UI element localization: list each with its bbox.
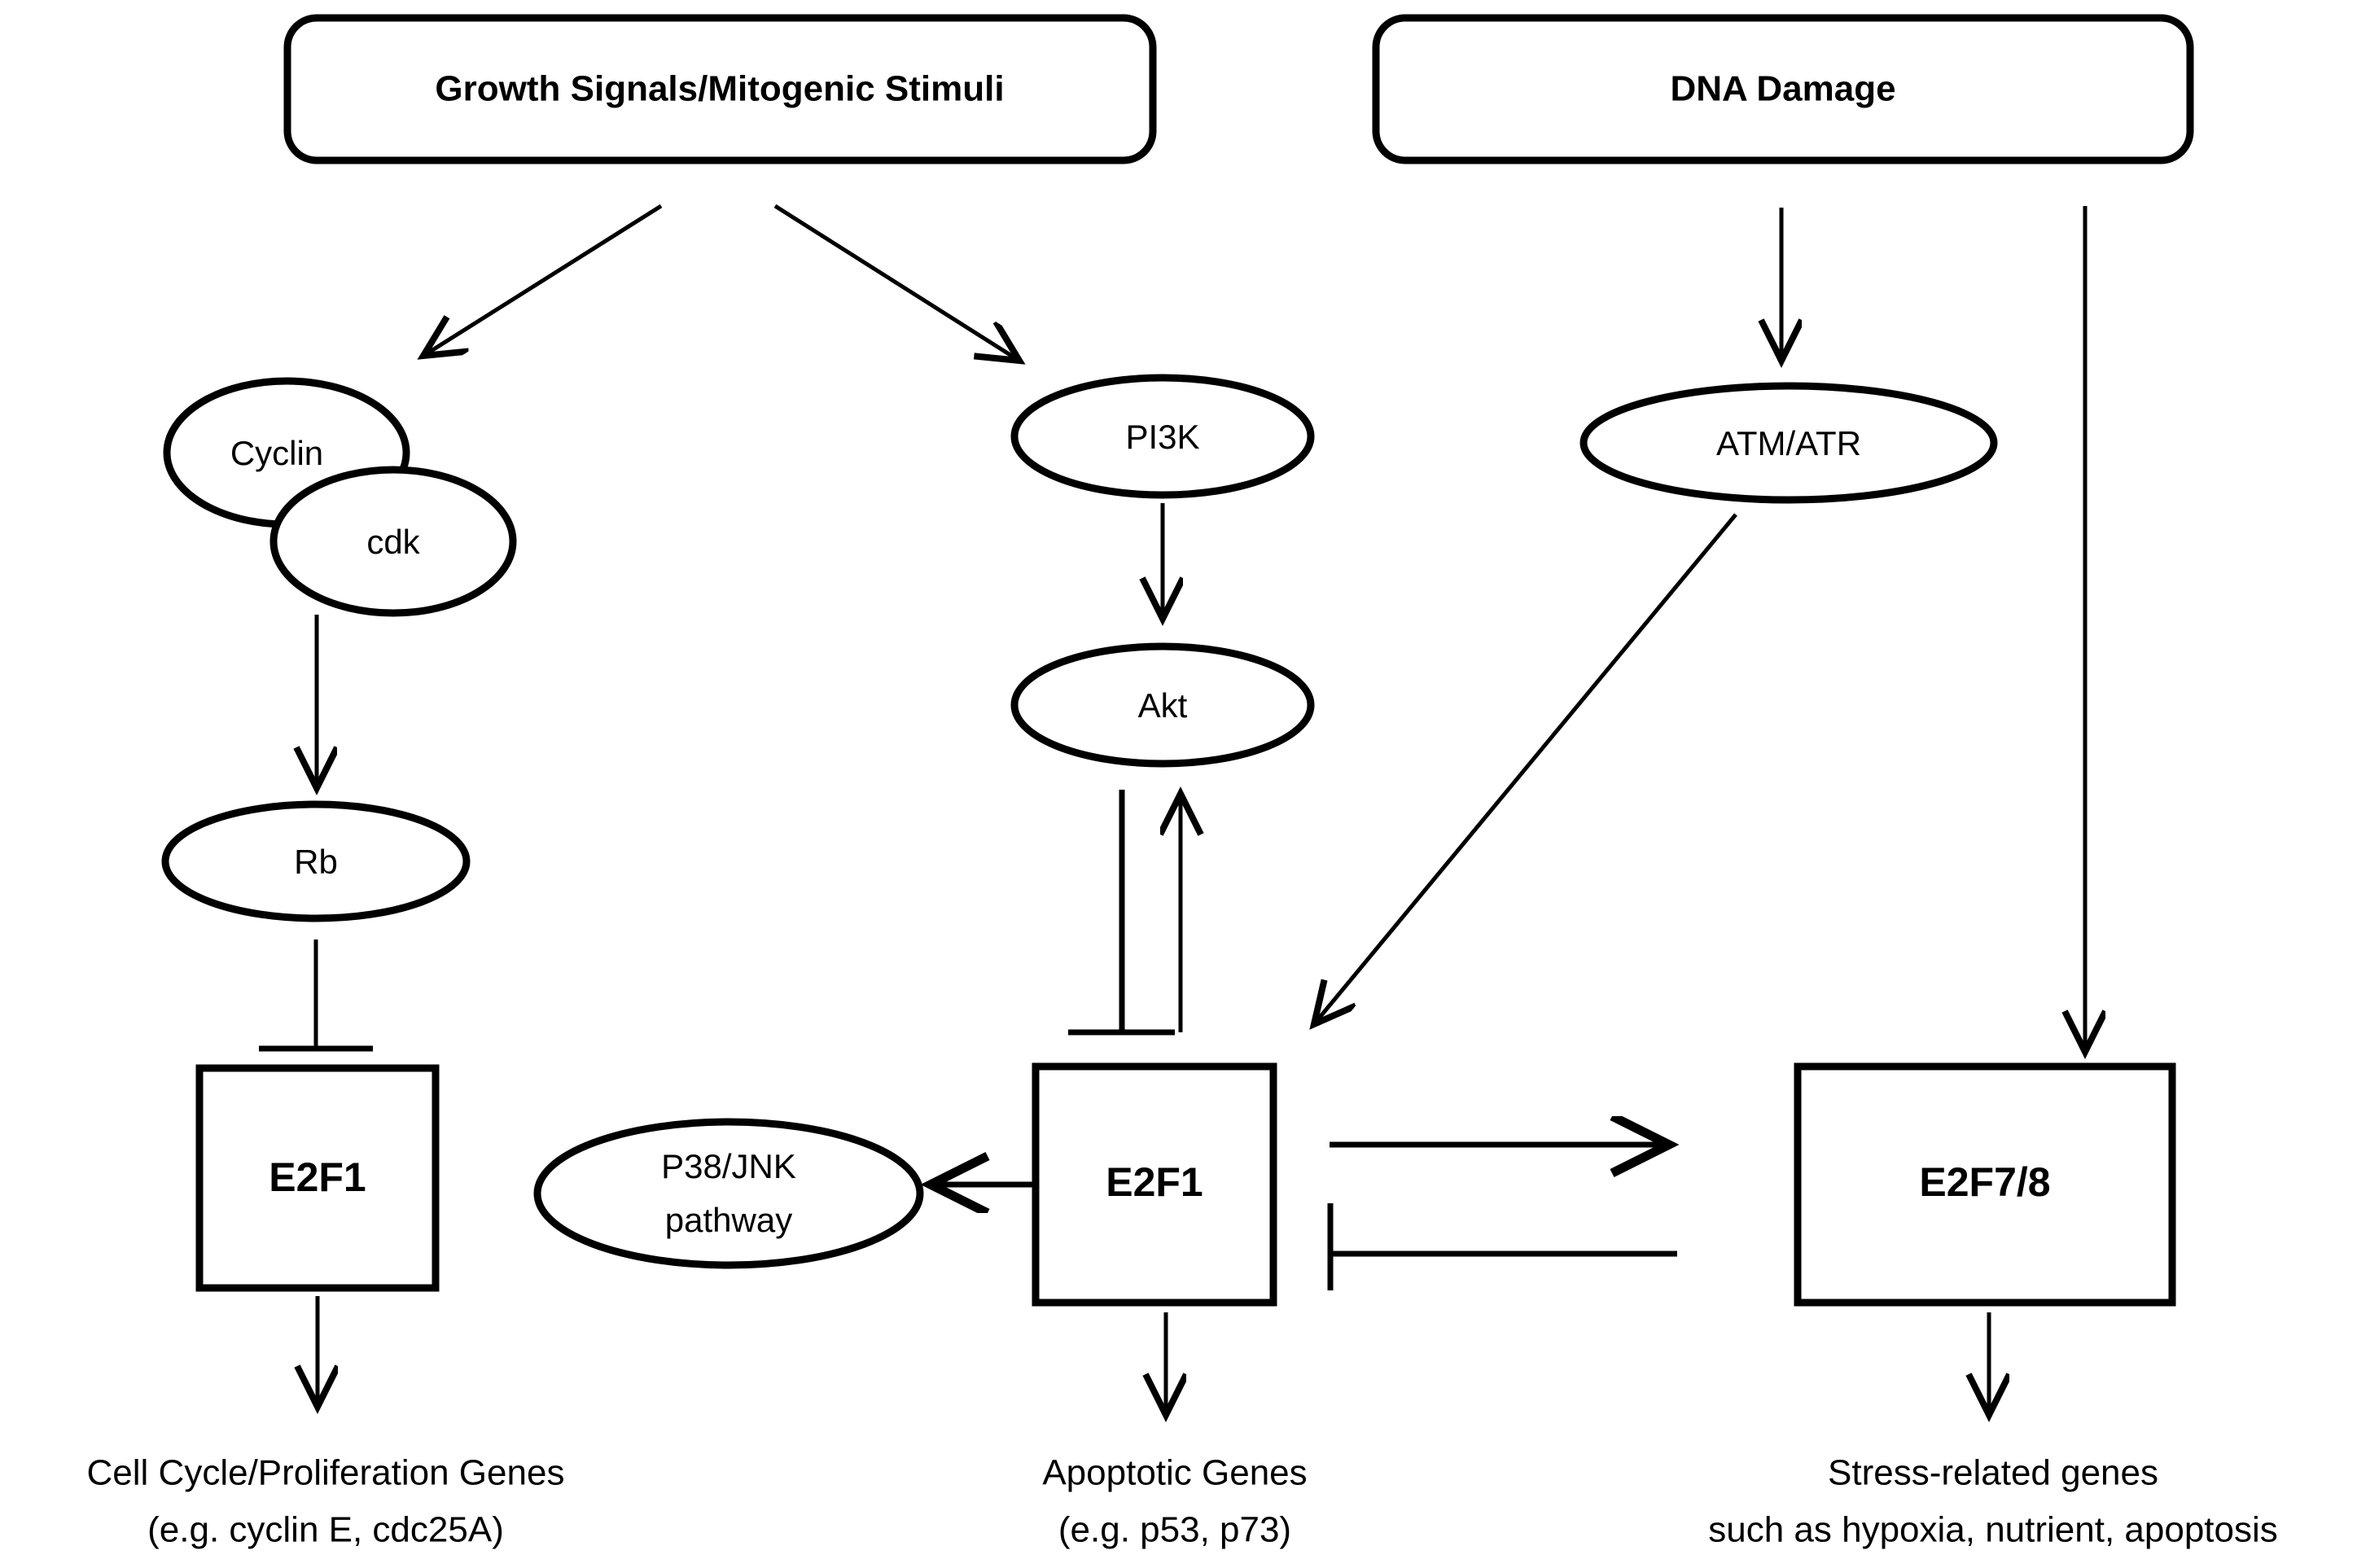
edge-growth-to-cyclincdk — [423, 204, 663, 356]
p38-jnk-ellipse[interactable] — [533, 1118, 924, 1269]
node-pi3k[interactable]: PI3K — [1010, 374, 1315, 499]
edge-rb-inhibits-e2f1left — [259, 939, 373, 1052]
apoptotic-genes-line1: Apoptotic Genes — [1042, 1453, 1307, 1493]
rb-label: Rb — [294, 843, 338, 881]
outcome-stress-genes: Stress-related genes such as hypoxia, nu… — [1708, 1453, 2278, 1550]
edge-e2f78-inhibits-e2f1center — [1327, 1203, 1677, 1290]
node-rb[interactable]: Rb — [161, 800, 471, 922]
outcome-cell-cycle-genes: Cell Cycle/Proliferation Genes (e.g. cyc… — [87, 1453, 565, 1550]
node-e2f1-center[interactable]: E2F1 — [1032, 1062, 1277, 1307]
atm-atr-ellipse[interactable] — [1579, 382, 1998, 504]
growth-signals-box[interactable] — [283, 14, 1157, 164]
e2f78-box[interactable] — [1794, 1062, 2176, 1307]
e2f1-center-box[interactable] — [1032, 1062, 1277, 1307]
cdk-label: cdk — [366, 523, 420, 561]
edge-atmatr-to-e2f1center — [1314, 513, 1737, 1024]
cyclin-label: Cyclin — [230, 434, 323, 472]
atm-atr-label: ATM/ATR — [1716, 424, 1861, 462]
growth-signals-label: Growth Signals/Mitogenic Stimuli — [435, 69, 1004, 109]
node-cdk[interactable]: cdk — [269, 466, 517, 617]
e2f1-center-label: E2F1 — [1106, 1159, 1203, 1205]
e2f1-left-label: E2F1 — [269, 1154, 366, 1200]
rb-ellipse[interactable] — [161, 800, 471, 922]
stress-genes-line2: such as hypoxia, nutrient, apoptosis — [1708, 1510, 2278, 1550]
dna-damage-box[interactable] — [1372, 14, 2194, 164]
akt-label: Akt — [1138, 686, 1188, 725]
node-dna-damage[interactable]: DNA Damage — [1372, 14, 2194, 164]
dna-damage-label: DNA Damage — [1670, 69, 1895, 109]
apoptotic-genes-line2: (e.g. p53, p73) — [1058, 1510, 1291, 1550]
p38-jnk-label-line1: P38/JNK — [661, 1147, 796, 1185]
akt-ellipse[interactable] — [1010, 642, 1315, 768]
stress-genes-line1: Stress-related genes — [1828, 1453, 2158, 1493]
node-e2f1-left[interactable]: E2F1 — [195, 1064, 440, 1292]
cell-cycle-genes-line2: (e.g. cyclin E, cdc25A) — [147, 1510, 504, 1550]
e2f78-label: E2F7/8 — [1919, 1159, 2050, 1205]
p38-jnk-label-line2: pathway — [665, 1201, 792, 1239]
cdk-ellipse[interactable] — [269, 466, 517, 617]
edge-akt-inhibits-e2f1center — [1068, 790, 1175, 1036]
pi3k-ellipse[interactable] — [1010, 374, 1315, 499]
outcome-apoptotic-genes: Apoptotic Genes (e.g. p53, p73) — [1042, 1453, 1307, 1550]
node-akt[interactable]: Akt — [1010, 642, 1315, 768]
cell-cycle-genes-line1: Cell Cycle/Proliferation Genes — [87, 1453, 565, 1493]
edge-growth-to-pi3k — [773, 204, 1019, 361]
node-growth-signals[interactable]: Growth Signals/Mitogenic Stimuli — [283, 14, 1157, 164]
node-atm-atr[interactable]: ATM/ATR — [1579, 382, 1998, 504]
node-e2f78[interactable]: E2F7/8 — [1794, 1062, 2176, 1307]
e2f1-left-box[interactable] — [195, 1064, 440, 1292]
pi3k-label: PI3K — [1125, 418, 1199, 456]
node-p38-jnk[interactable]: P38/JNK pathway — [533, 1118, 924, 1269]
